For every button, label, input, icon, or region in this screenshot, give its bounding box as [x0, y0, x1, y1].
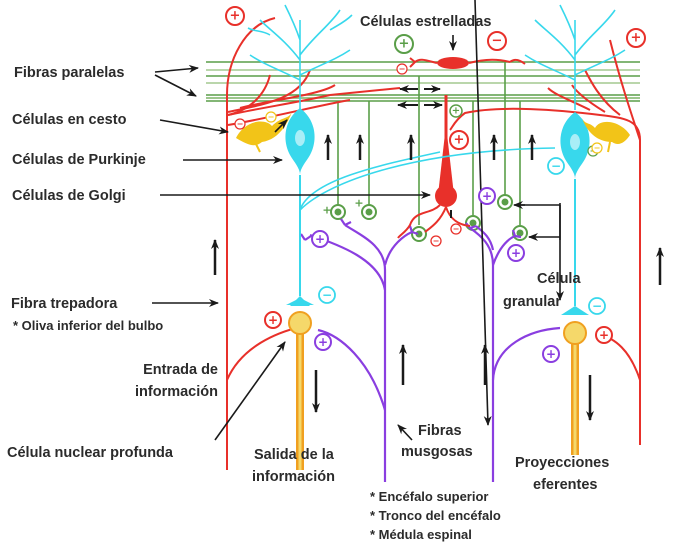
- plus-sign-icon: +: [394, 34, 414, 54]
- label-origen-1: * Encéfalo superior: [370, 489, 488, 504]
- svg-text:−: −: [592, 299, 602, 313]
- svg-text:+: +: [546, 347, 556, 361]
- svg-text:+: +: [452, 106, 460, 117]
- label-celula-nuclear: Célula nuclear profunda: [7, 445, 174, 461]
- granular-pointer-heads: [513, 201, 538, 241]
- label-musgosas-2: musgosas: [401, 444, 473, 460]
- label-entrada-2: información: [135, 384, 218, 400]
- svg-text:−: −: [453, 225, 460, 234]
- basket-cell-left: [236, 112, 292, 153]
- svg-text:+: +: [399, 37, 410, 52]
- sign-badges: + + − + − − − + + − − − + + + − − + + − …: [225, 6, 646, 363]
- minus-sign-icon: −: [430, 235, 442, 247]
- svg-text:+: +: [631, 31, 642, 46]
- plus-sign-icon: +: [225, 6, 245, 26]
- minus-sign-icon: −: [265, 111, 277, 123]
- svg-text:+: +: [230, 9, 241, 24]
- minus-sign-icon: −: [487, 31, 507, 51]
- plus-sign-icon: +: [626, 28, 646, 48]
- plus-sign-text: +: [322, 204, 331, 217]
- label-celulas-en-cesto: Células en cesto: [12, 112, 127, 128]
- double-arrows: [397, 85, 443, 109]
- label-proyecciones-2: eferentes: [533, 477, 597, 493]
- svg-text:+: +: [511, 246, 521, 260]
- plus-sign-text: +: [354, 197, 363, 210]
- mossy-fibers: [300, 218, 561, 482]
- plus-sign-icon: +: [264, 311, 282, 329]
- basket-cell-right: [582, 118, 630, 153]
- svg-text:−: −: [551, 159, 561, 173]
- stellate-cell: [409, 57, 526, 69]
- label-oliva: * Oliva inferior del bulbo: [13, 318, 163, 333]
- label-proyecciones-1: Proyecciones: [515, 455, 609, 471]
- svg-text:+: +: [454, 133, 465, 148]
- svg-text:−: −: [268, 113, 275, 122]
- label-celulas-estrelladas: Células estrelladas: [360, 14, 491, 30]
- deep-nuclear-cell-left: [288, 311, 312, 470]
- label-origen-2: * Tronco del encéfalo: [370, 508, 501, 523]
- minus-sign-icon: −: [588, 297, 606, 315]
- minus-sign-icon: −: [591, 142, 603, 154]
- labels: Fibras paralelas Células en cesto Célula…: [7, 14, 609, 542]
- plus-sign-icon: +: [311, 230, 329, 248]
- label-fibra-trepadora: Fibra trepadora: [11, 296, 118, 312]
- svg-text:+: +: [354, 197, 363, 210]
- deep-nuclear-cell-right: [563, 321, 587, 455]
- minus-sign-icon: −: [547, 157, 565, 175]
- label-origen-3: * Médula espinal: [370, 527, 472, 542]
- flow-arrows: [211, 134, 664, 421]
- svg-text:−: −: [237, 120, 244, 129]
- label-salida-1: Salida de la: [254, 447, 335, 463]
- svg-text:−: −: [322, 288, 332, 302]
- label-granular-2: granular: [503, 294, 561, 310]
- label-musgosas-1: Fibras: [418, 423, 462, 439]
- plus-sign-icon: +: [449, 104, 463, 118]
- label-fibras-paralelas: Fibras paralelas: [14, 65, 124, 81]
- svg-text:+: +: [322, 204, 331, 217]
- plus-sign-icon: +: [507, 244, 525, 262]
- plus-sign-icon: +: [595, 326, 613, 344]
- svg-text:+: +: [268, 313, 278, 327]
- plus-sign-icon: +: [449, 130, 469, 150]
- minus-sign-icon: −: [318, 286, 336, 304]
- minus-sign-icon: −: [234, 118, 246, 130]
- plus-sign-icon: +: [314, 333, 332, 351]
- label-salida-2: información: [252, 469, 335, 485]
- purkinje-cell-right: [299, 4, 626, 315]
- plus-sign-icon: +: [478, 187, 496, 205]
- label-granular-1: Célula: [537, 271, 581, 287]
- label-celulas-golgi: Células de Golgi: [12, 188, 126, 204]
- svg-text:−: −: [492, 34, 503, 49]
- svg-text:+: +: [482, 189, 492, 203]
- svg-text:−: −: [399, 65, 406, 74]
- svg-text:+: +: [318, 335, 328, 349]
- plus-sign-icon: +: [542, 345, 560, 363]
- golgi-cell: [397, 95, 471, 239]
- minus-sign-icon: −: [396, 63, 408, 75]
- svg-text:−: −: [594, 144, 601, 153]
- svg-text:+: +: [599, 328, 609, 342]
- svg-text:+: +: [315, 232, 325, 246]
- label-celulas-purkinje: Células de Purkinje: [12, 152, 146, 168]
- label-entrada-1: Entrada de: [143, 362, 218, 378]
- svg-text:−: −: [433, 237, 440, 246]
- minus-sign-icon: −: [450, 223, 462, 235]
